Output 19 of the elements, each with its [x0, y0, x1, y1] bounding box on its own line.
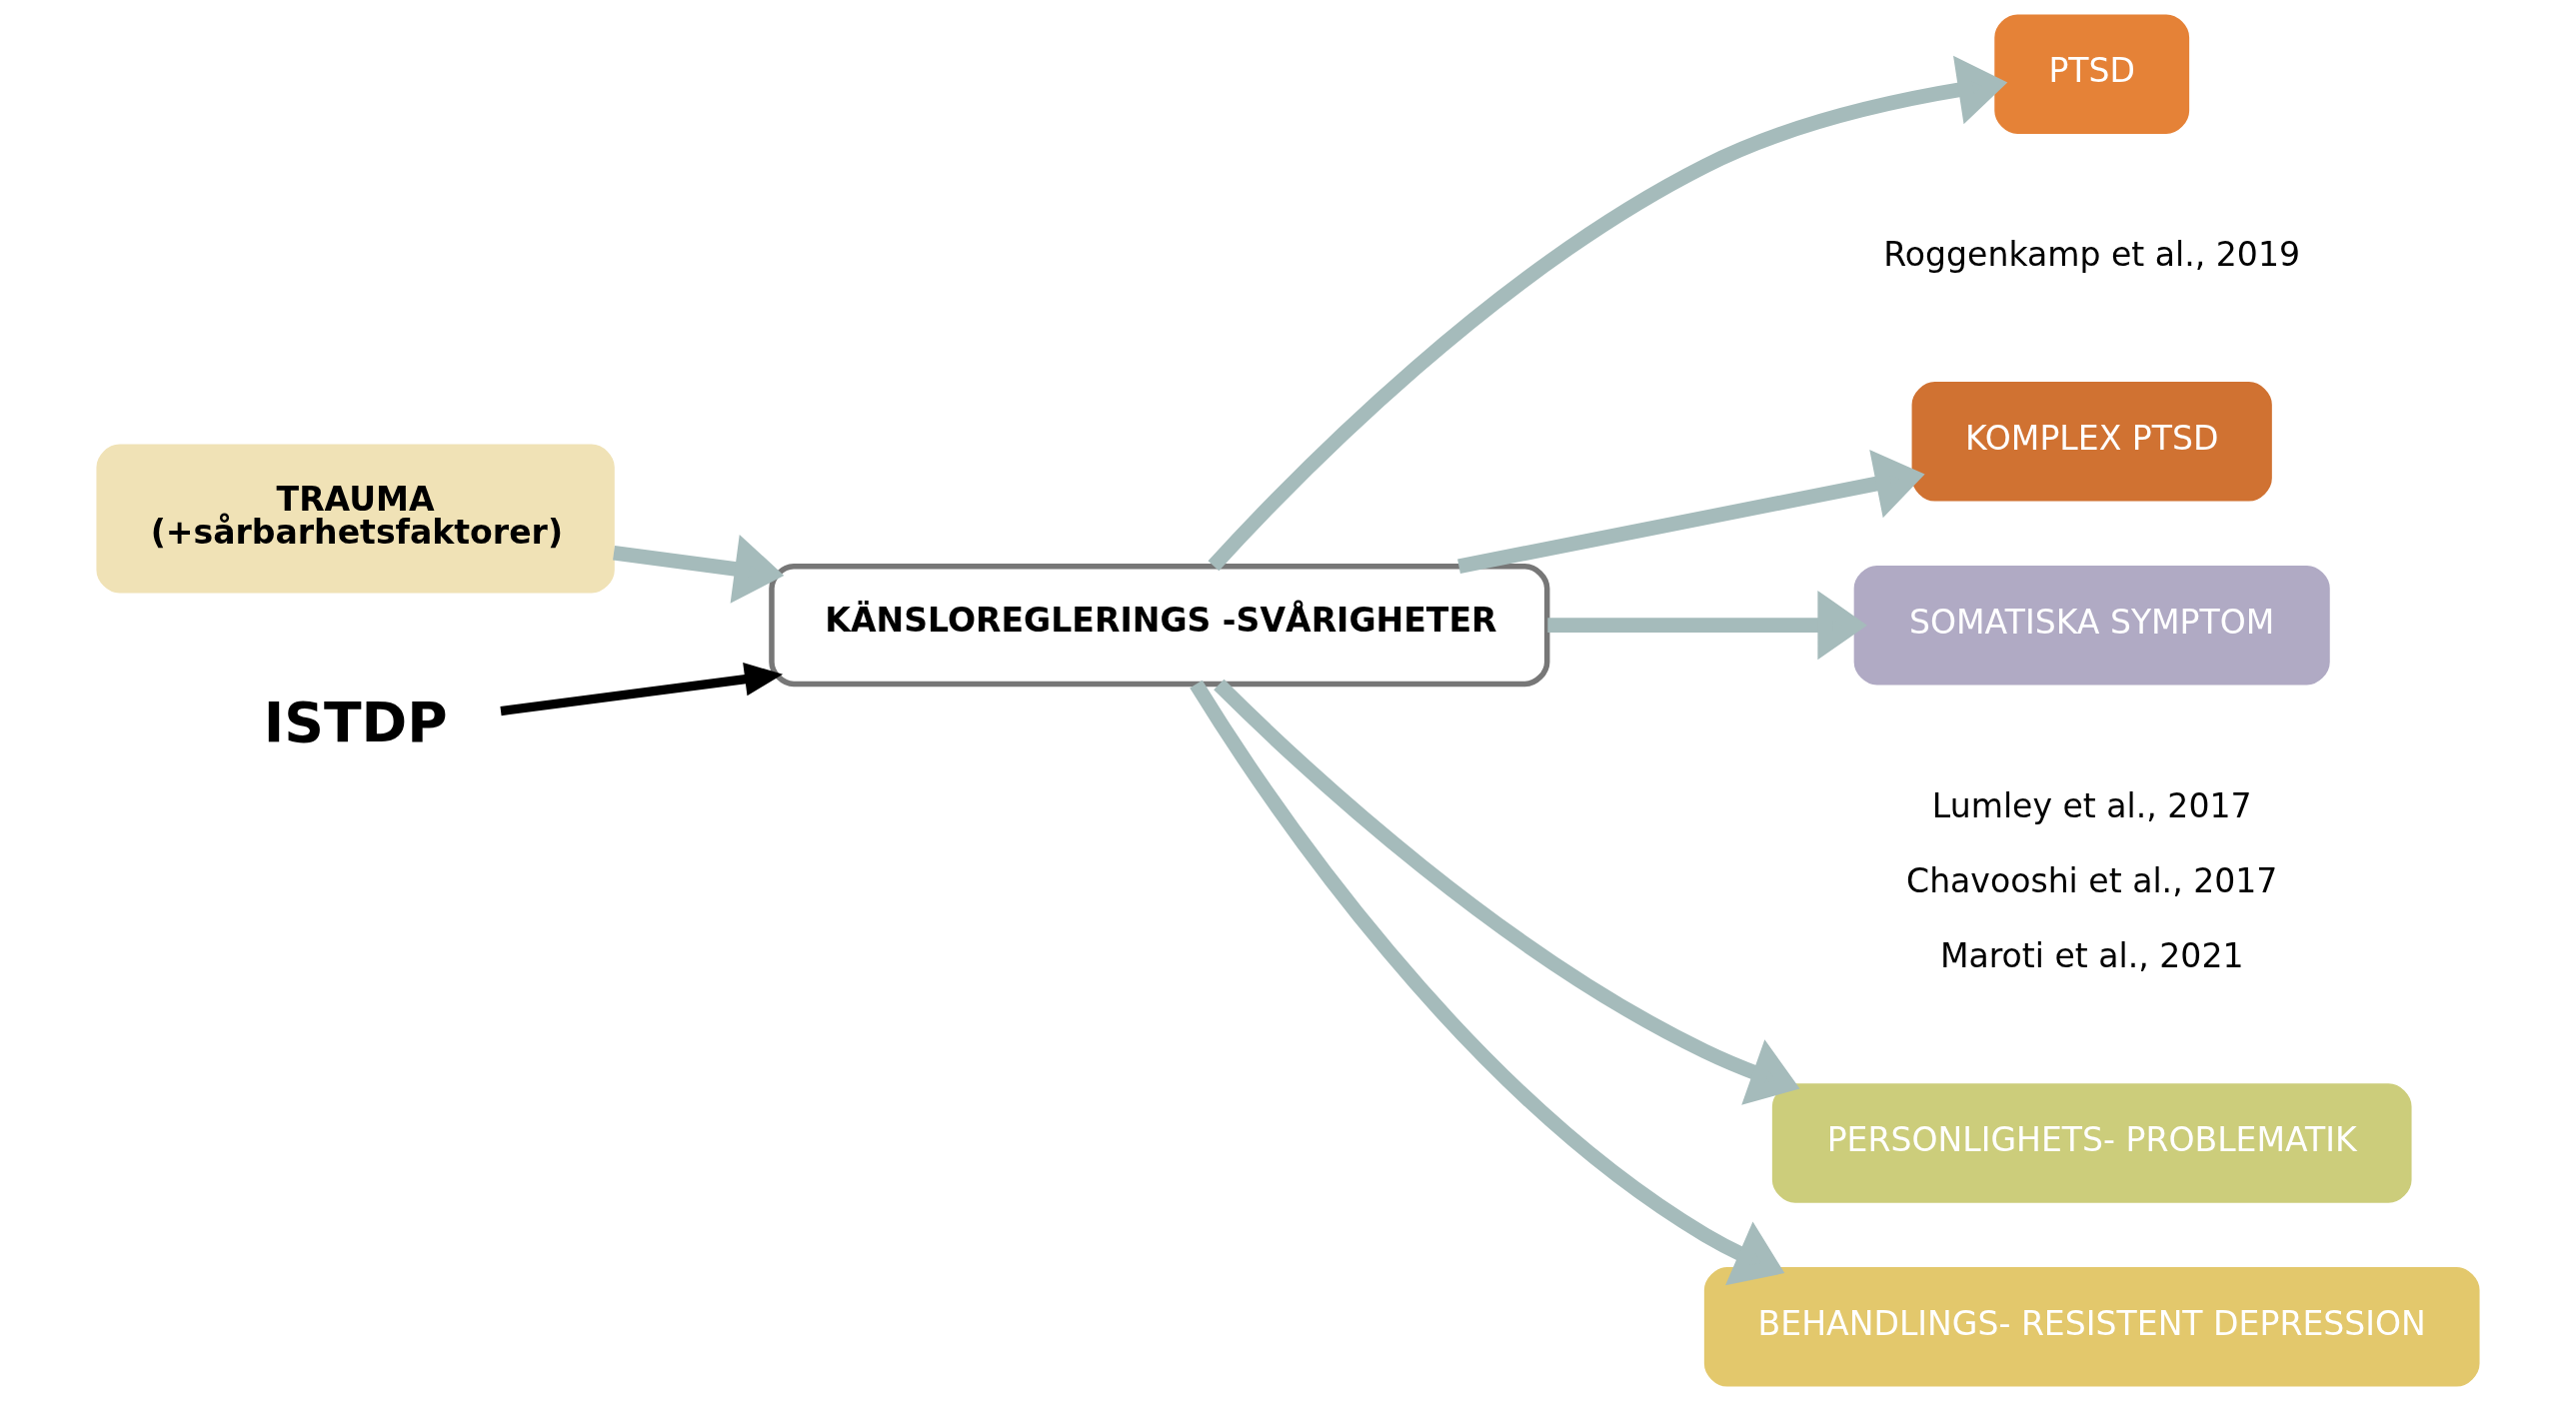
arrow: [613, 534, 785, 604]
node-label: Maroti et al., 2021: [1939, 936, 2244, 976]
node-box: PTSD: [1994, 14, 2190, 134]
node-box: KÄNSLOREGLERINGS -SVÅRIGHETER: [769, 564, 1550, 688]
node-box: BEHANDLINGS- RESISTENT DEPRESSION: [1703, 1267, 2480, 1387]
node-text: ISTDP: [263, 691, 448, 755]
node-box: TRAUMA (+sårbarhetsfaktorer): [96, 444, 615, 594]
node-label: Lumley et al., 2017: [1931, 785, 2252, 825]
arrow: [1190, 680, 1785, 1286]
arrow: [1208, 55, 2008, 572]
arrow: [500, 663, 784, 716]
node-label: Roggenkamp et al., 2019: [1883, 235, 2301, 275]
node-label: Chavooshi et al., 2017: [1906, 860, 2278, 900]
node-box: PERSONLIGHETS- PROBLEMATIK: [1771, 1083, 2412, 1203]
arrow: [1457, 450, 1925, 574]
arrow: [1547, 590, 1867, 661]
arrow: [1214, 679, 1800, 1105]
node-box: KOMPLEX PTSD: [1911, 382, 2272, 502]
node-box: SOMATISKA SYMPTOM: [1853, 565, 2330, 686]
